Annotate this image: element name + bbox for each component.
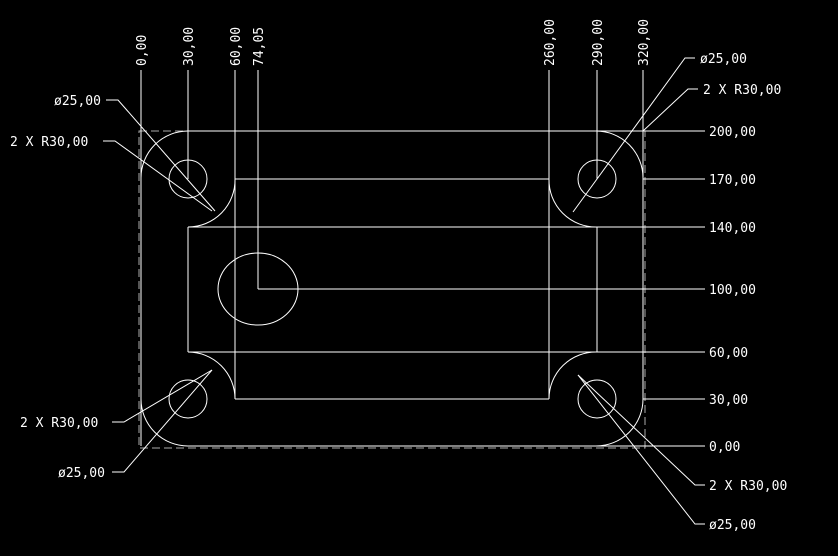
x-dim-label: 30,00	[182, 27, 197, 66]
y-dim-label: 170,00	[709, 173, 756, 188]
callout-diameter: ø25,00	[700, 52, 747, 67]
x-dim-label: 320,00	[637, 19, 652, 66]
y-dim-label: 140,00	[709, 221, 756, 236]
callout-diameter: ø25,00	[58, 466, 105, 481]
y-dim-label: 60,00	[709, 346, 748, 361]
leader-lines	[103, 57, 705, 525]
hole-bottom-left	[168, 379, 208, 419]
y-dim-label: 200,00	[709, 125, 756, 140]
y-dim-label: 0,00	[709, 440, 740, 455]
callout-diameter: ø25,00	[709, 518, 756, 533]
hole-bottom-right	[577, 379, 617, 419]
y-dim-label: 100,00	[709, 283, 756, 298]
callout-radius: 2 X R30,00	[10, 135, 88, 150]
callout-radius: 2 X R30,00	[709, 479, 787, 494]
callout-radius: 2 X R30,00	[20, 416, 98, 431]
callout-diameter: ø25,00	[54, 94, 101, 109]
callout-radius: 2 X R30,00	[703, 83, 781, 98]
y-extension-lines	[258, 130, 705, 447]
x-dim-label: 260,00	[543, 19, 558, 66]
x-dim-label: 74,05	[252, 27, 267, 66]
x-dim-label: 290,00	[591, 19, 606, 66]
y-dim-label: 30,00	[709, 393, 748, 408]
x-dim-label: 0,00	[135, 35, 150, 66]
x-dim-label: 60,00	[229, 27, 244, 66]
x-extension-lines	[140, 70, 644, 446]
